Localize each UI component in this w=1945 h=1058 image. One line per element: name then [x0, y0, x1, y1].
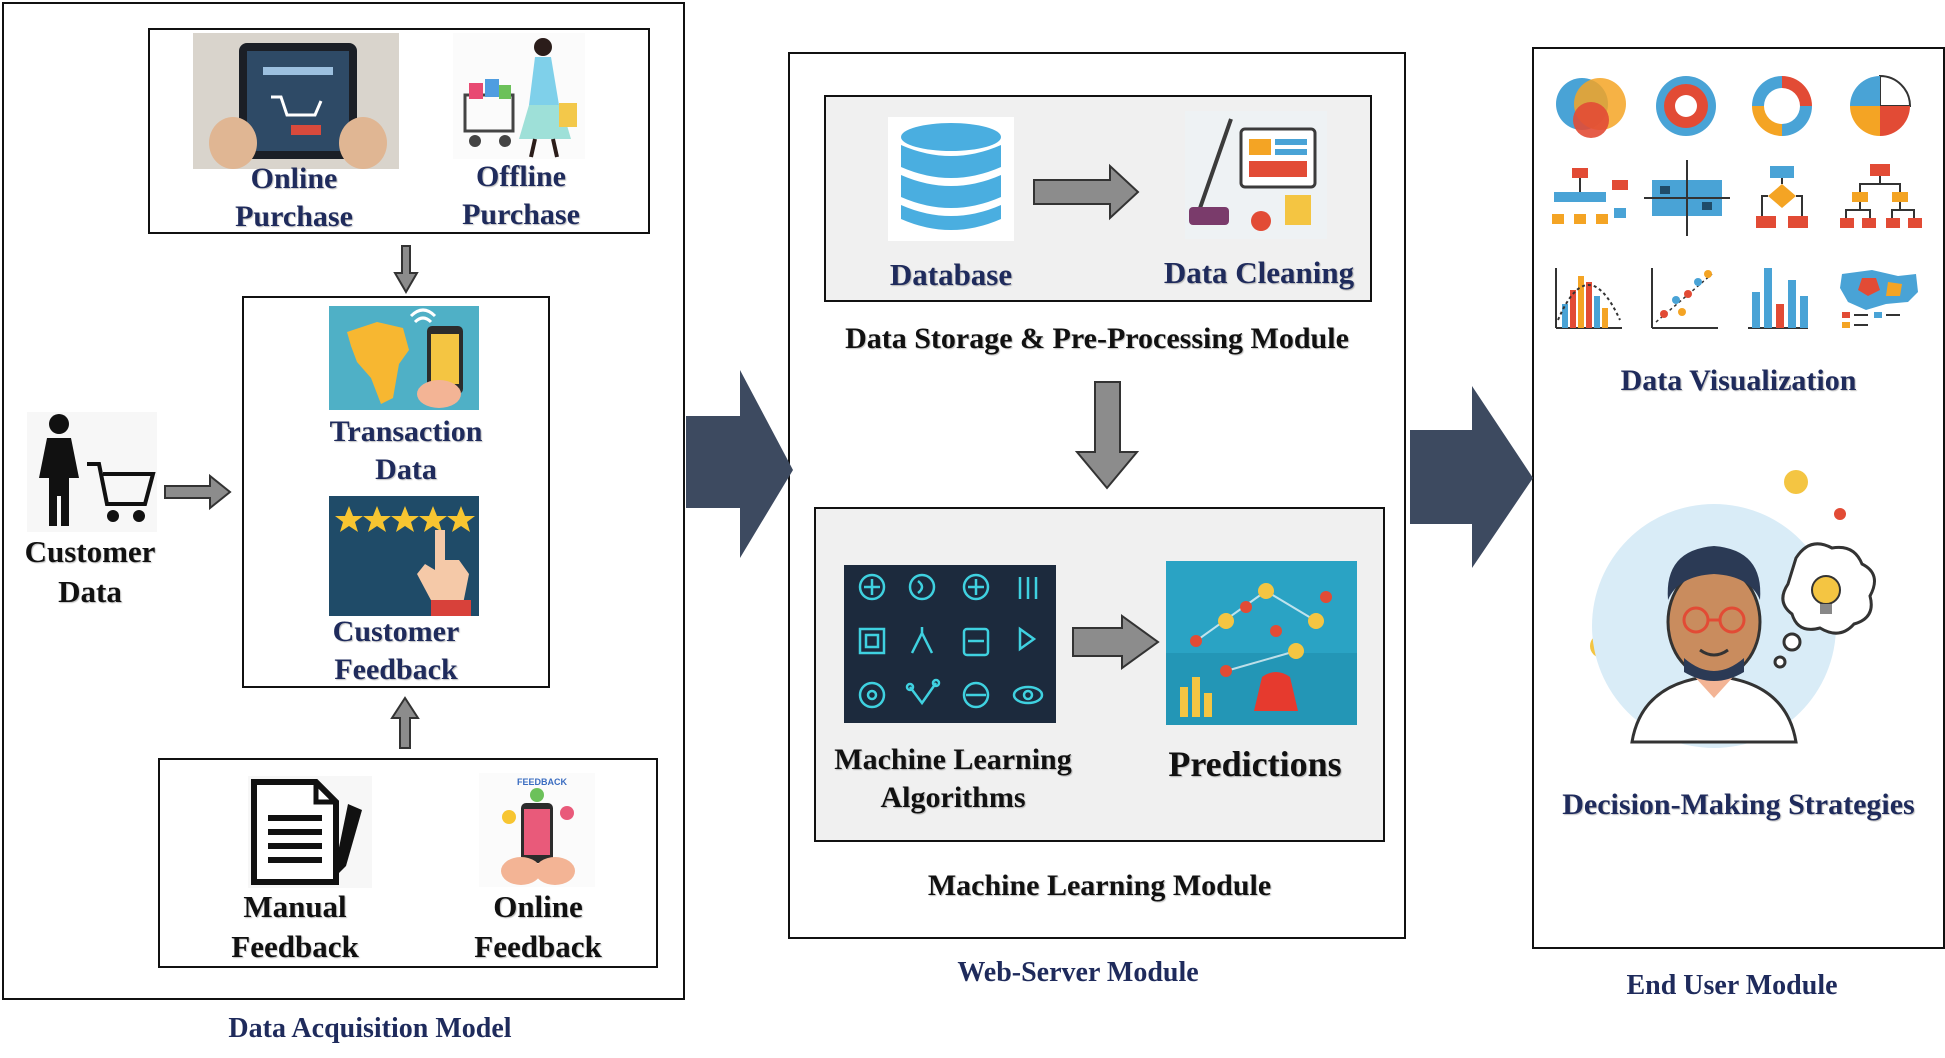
flow-chart-icon — [1756, 166, 1808, 228]
database-label: Database — [889, 257, 1013, 292]
data-acquisition-caption: Data Acquisition Model — [228, 1013, 512, 1044]
mobile-feedback-icon: FEEDBACK — [479, 773, 595, 887]
pie-chart-icon — [1850, 74, 1912, 136]
data-acquisition-panel — [2, 2, 685, 1000]
hierarchy-chart-icon — [1552, 168, 1628, 224]
venn-chart-icon — [1556, 78, 1626, 138]
offline-purchase-label: Offline Purchase — [462, 160, 580, 232]
customer-cart-icon — [27, 412, 157, 532]
database-icon — [888, 117, 1014, 241]
arrow-storage-to-ml — [1074, 381, 1140, 490]
data-cleaning-label: Data Cleaning — [1163, 255, 1355, 290]
ai-algorithms-icon — [844, 565, 1056, 723]
online-purchase-label: Online Purchase — [235, 162, 353, 234]
storage-module-label: Data Storage & Pre-Processing Module — [845, 322, 1349, 355]
arrow-feedback-up — [390, 696, 420, 749]
tree-chart-icon — [1840, 164, 1922, 228]
purchase-box — [148, 28, 650, 234]
web-server-panel — [788, 52, 1406, 939]
matrix-chart-icon — [1644, 160, 1730, 236]
transaction-box — [242, 296, 550, 688]
big-arrow-acquisition-to-server — [686, 370, 793, 558]
visualization-icons-grid — [1552, 74, 1922, 329]
ring-chart-icon — [1752, 76, 1812, 136]
donut-chart-icon — [1656, 76, 1716, 136]
data-visualization-label: Data Visualization — [1620, 364, 1857, 397]
map-chart-icon — [1840, 270, 1918, 328]
web-server-caption: Web-Server Module — [957, 957, 1199, 988]
shopping-woman-icon — [453, 33, 585, 159]
online-feedback-label: Online Feedback — [474, 889, 602, 964]
manual-feedback-label: Manual Feedback — [231, 889, 359, 964]
tablet-shopping-icon — [193, 33, 399, 169]
end-user-caption: End User Module — [1626, 970, 1838, 1001]
document-pen-icon — [248, 776, 372, 888]
customer-feedback-label: Customer Feedback — [332, 615, 460, 687]
feedback-box — [158, 758, 658, 968]
arrow-customer-right — [164, 473, 232, 511]
predictions-icon — [1166, 561, 1357, 725]
big-arrow-server-to-enduser — [1410, 386, 1533, 568]
transaction-data-label: Transaction Data — [329, 415, 483, 487]
arrow-database-to-cleaning — [1033, 163, 1140, 221]
decision-maker-icon — [1590, 470, 1876, 748]
ml-module-label: Machine Learning Module — [927, 869, 1272, 902]
customer-data-label: Customer Data — [24, 534, 156, 609]
africa-phone-payment-icon — [329, 306, 479, 410]
ml-algorithms-label: Machine Learning Algorithms — [834, 743, 1072, 815]
histogram-icon — [1555, 268, 1622, 329]
feedback-tag: FEEDBACK — [517, 777, 568, 787]
scatter-plot-icon — [1651, 268, 1718, 329]
data-cleaning-icon — [1185, 111, 1327, 239]
bar-chart-icon — [1748, 268, 1808, 329]
rating-feedback-icon — [329, 496, 479, 616]
decision-making-label: Decision-Making Strategies — [1562, 788, 1915, 821]
end-user-panel — [1532, 47, 1945, 949]
arrow-purchase-down — [393, 245, 419, 294]
predictions-label: Predictions — [1168, 744, 1342, 784]
arrow-algorithms-to-predictions — [1072, 614, 1160, 670]
